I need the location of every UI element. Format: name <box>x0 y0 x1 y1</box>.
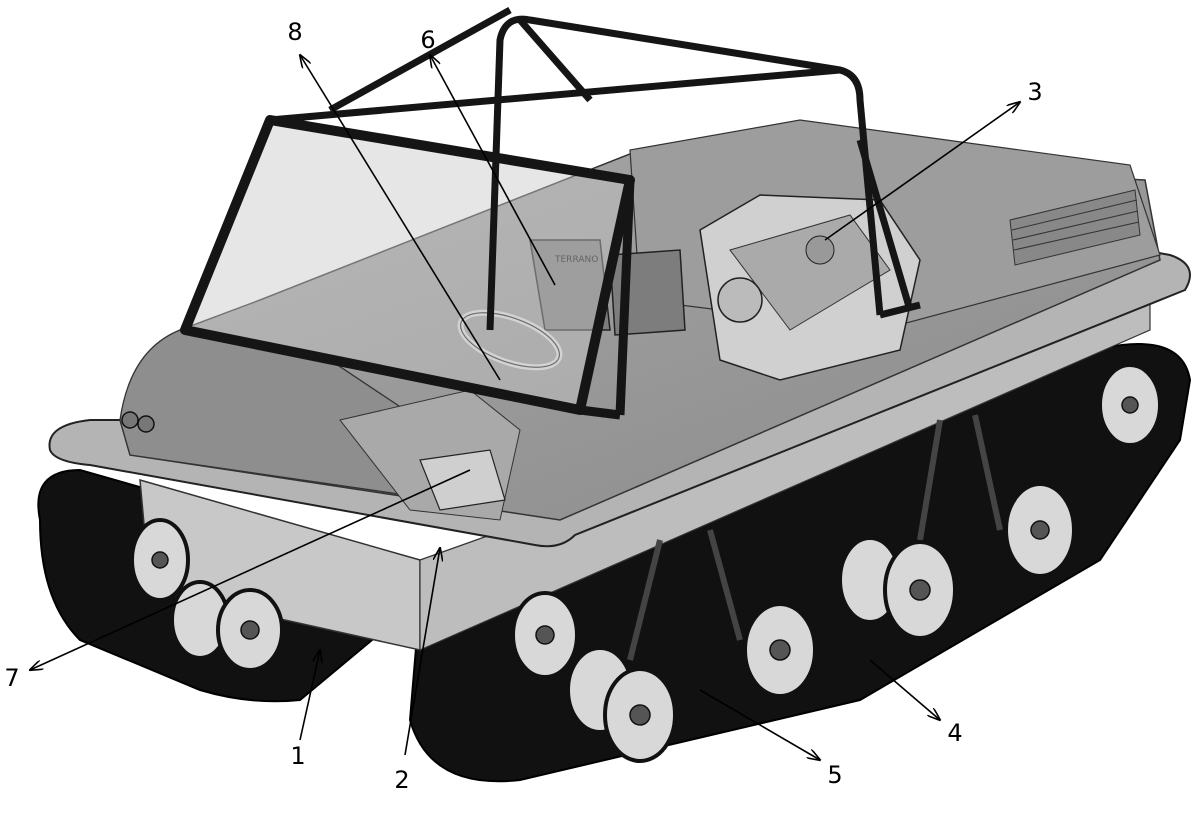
suspension <box>627 414 1003 661</box>
callout-1: 1 <box>290 742 306 770</box>
windshield <box>185 120 630 410</box>
callout-8: 8 <box>287 18 303 46</box>
seat-badge: TERRANO <box>554 255 598 265</box>
headlight-right <box>137 415 155 433</box>
callout-4: 4 <box>947 719 963 747</box>
leader-7 <box>30 469 471 670</box>
engine <box>699 194 921 381</box>
leader-8 <box>300 55 501 381</box>
leader-6 <box>430 55 556 286</box>
callout-7: 7 <box>4 664 20 692</box>
headlight-left <box>121 411 139 429</box>
callout-5: 5 <box>827 761 843 789</box>
vent-grille <box>1009 189 1141 266</box>
callout-3: 3 <box>1027 78 1043 106</box>
callout-2: 2 <box>394 766 410 794</box>
roll-bar <box>269 6 921 331</box>
leader-4 <box>869 659 940 720</box>
leader-1 <box>299 650 320 741</box>
leader-5 <box>699 689 820 760</box>
callout-6: 6 <box>420 26 436 54</box>
leader-3 <box>824 102 1020 241</box>
leader-2 <box>404 548 440 756</box>
front-drive-unit <box>339 389 521 521</box>
leader-lines <box>30 55 1020 760</box>
wheel-hubs <box>151 396 1139 726</box>
